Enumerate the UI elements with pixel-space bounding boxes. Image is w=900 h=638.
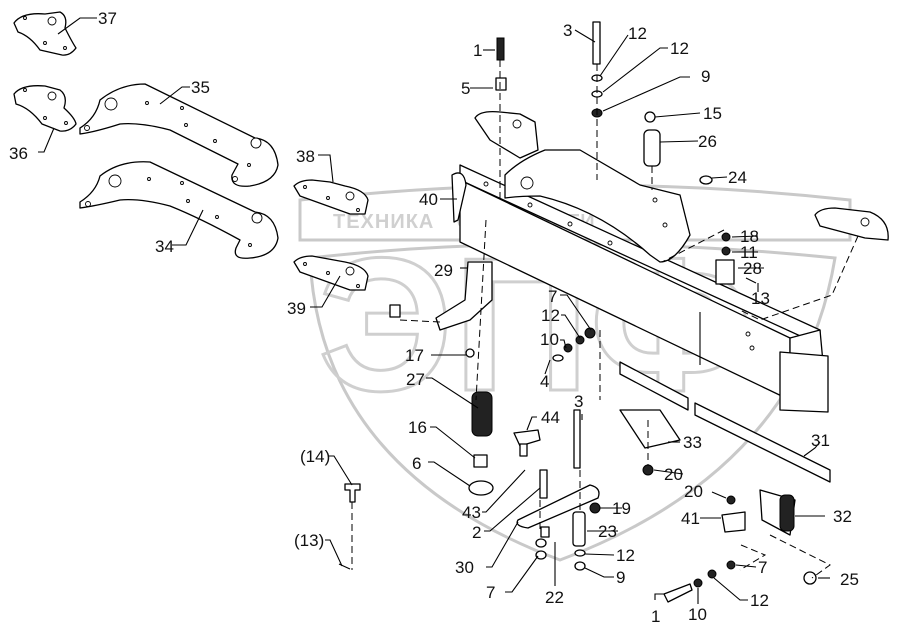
nut-left: [389, 304, 401, 318]
fitting-24: [699, 175, 713, 185]
bolt-1b: [663, 583, 693, 603]
callout-7: 7: [758, 558, 767, 577]
callout-39: 39: [287, 299, 306, 318]
callout-35: 35: [191, 78, 210, 97]
callout-40: 40: [419, 190, 438, 209]
callout-9: 9: [701, 67, 710, 86]
callout-24: 24: [728, 168, 747, 187]
upper-bracket-plate: [504, 149, 691, 263]
callout-33: 33: [683, 433, 702, 452]
callout-43: 43: [462, 503, 481, 522]
callout-37: 37: [98, 9, 117, 28]
bolt-3b: [573, 409, 581, 469]
top-plate: [474, 110, 539, 159]
bracket-41: [721, 511, 746, 533]
callout-22: 22: [545, 588, 564, 607]
spacer-16: [473, 454, 488, 468]
callout-36: 36: [9, 144, 28, 163]
plate-39: [293, 255, 369, 291]
callout-19: 19: [612, 499, 631, 518]
callout-38: 38: [296, 147, 315, 166]
seal-6: [468, 480, 494, 496]
callout-23: 23: [598, 522, 617, 541]
callout-30: 30: [455, 558, 474, 577]
callout-12: 12: [541, 306, 560, 325]
callout-15: 15: [703, 104, 722, 123]
callout-18: 18: [740, 227, 759, 246]
callout-44: 44: [541, 408, 560, 427]
nut-5: [495, 77, 507, 91]
link-30: [516, 484, 600, 529]
bracket-29: [435, 261, 493, 331]
plate-35: [79, 83, 279, 187]
callout-7: 7: [486, 583, 495, 602]
callout-6: 6: [412, 454, 421, 473]
callout-1: 1: [473, 41, 482, 60]
plate-34: [79, 161, 279, 259]
callout-12: 12: [670, 39, 689, 58]
clamp-28: [715, 259, 735, 285]
bolt-1: [496, 37, 505, 61]
bolt-2: [539, 469, 548, 499]
hardware: [338, 21, 831, 603]
leaders: [38, 17, 830, 604]
nut-17: [465, 348, 475, 358]
callout-11: 11: [740, 243, 758, 262]
callout-7: 7: [548, 287, 557, 306]
plate-36: [13, 85, 77, 132]
callout-2: 2: [472, 523, 481, 542]
callout-27: 27: [406, 370, 425, 389]
sleeve-23: [572, 511, 586, 547]
assembly-lines: [351, 60, 859, 579]
bolt-3: [592, 21, 601, 65]
callout-9: 9: [616, 568, 625, 587]
callout-14: (14): [300, 447, 330, 466]
callout-3: 3: [563, 21, 572, 40]
hinge-33: [619, 409, 681, 449]
callout-10: 10: [688, 605, 707, 624]
callout-28: 28: [743, 259, 762, 278]
hook-40: [451, 172, 467, 223]
wingnut-25: [803, 571, 817, 585]
callout-29: 29: [434, 261, 453, 280]
callout-4: 4: [540, 372, 549, 391]
callout-41: 41: [681, 509, 700, 528]
clip-44: [513, 429, 541, 447]
callout-31: 31: [811, 431, 830, 450]
callout-25: 25: [840, 570, 859, 589]
callout-10: 10: [540, 330, 559, 349]
bar-31: [694, 402, 831, 483]
plate-37: [13, 11, 77, 56]
bushing-27: [471, 391, 493, 437]
main-beam: [459, 164, 829, 413]
callout-20: 20: [664, 465, 683, 484]
callout-17: 17: [405, 346, 424, 365]
tpin-14: [344, 483, 361, 503]
callout-26: 26: [698, 132, 717, 151]
callout-20: 20: [684, 482, 703, 501]
cap-15: [644, 111, 656, 123]
callout-13-ref: (13): [294, 531, 324, 550]
callout-34: 34: [155, 237, 174, 256]
right-plate: [814, 207, 889, 241]
callout-12: 12: [750, 591, 769, 610]
watermark-text-1: ТЕХНИКА: [333, 211, 434, 233]
callout-3: 3: [574, 392, 583, 411]
callout-32: 32: [833, 507, 852, 526]
callout-5: 5: [461, 79, 470, 98]
plate-38: [293, 179, 369, 215]
bar-upper: [619, 361, 689, 411]
callout-13: 13: [751, 289, 770, 308]
callout-12: 12: [616, 546, 635, 565]
callout-1: 1: [651, 607, 660, 626]
callout-16: 16: [408, 418, 427, 437]
beam-end-plate: [779, 351, 829, 413]
pin-26: [643, 129, 661, 167]
callout-12: 12: [628, 24, 647, 43]
tube-32: [779, 494, 795, 532]
callouts: 37 35 36 34 38 39 1 5 3 12 12 9 15 26 24…: [9, 9, 859, 626]
